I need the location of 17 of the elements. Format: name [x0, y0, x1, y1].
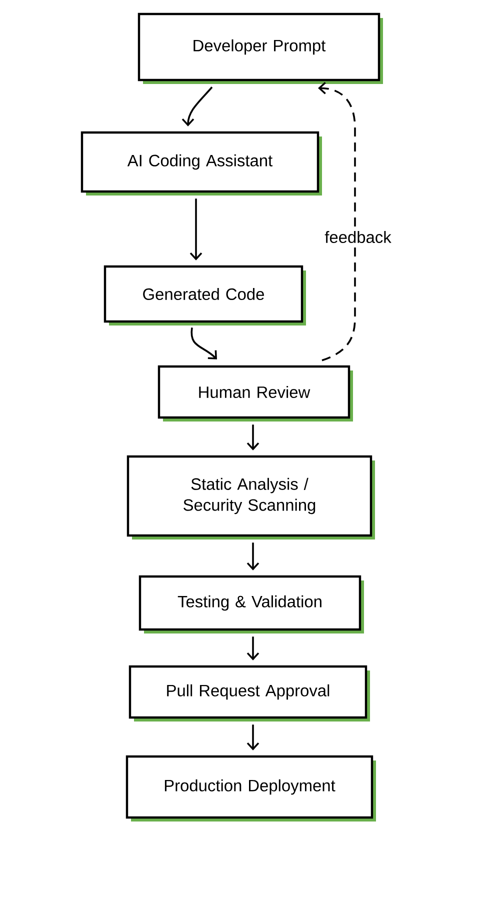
arrow [246, 636, 260, 660]
process-box: Human Review [158, 365, 353, 422]
arrow [246, 424, 260, 450]
process-box: Static Analysis / Security Scanning [126, 455, 375, 540]
process-box: Production Deployment [126, 755, 376, 822]
process-box: Generated Code [104, 265, 306, 326]
process-box: AI Coding Assistant [80, 131, 322, 196]
arrow [190, 328, 217, 360]
arrow [246, 542, 260, 570]
arrow [246, 724, 260, 750]
edge-label: feedback [322, 228, 394, 246]
arrow [190, 198, 202, 260]
arrow [318, 82, 356, 362]
process-box: Testing & Validation [138, 575, 364, 634]
process-box: Developer Prompt [138, 12, 383, 84]
arrow [182, 86, 213, 126]
process-box: Pull Request Approval [128, 665, 370, 722]
